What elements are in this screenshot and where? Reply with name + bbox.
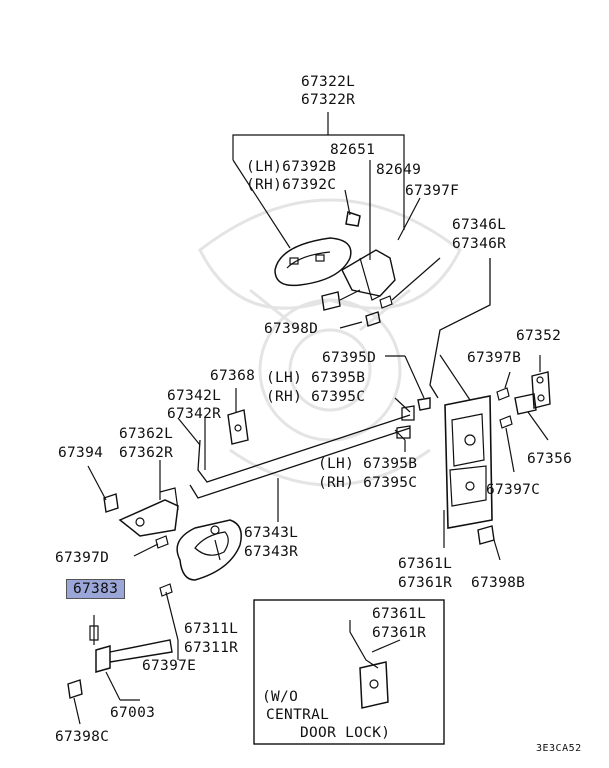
label-67361-r: 67361R (398, 575, 453, 591)
inside-handle-lever (118, 499, 179, 537)
label-67311-r: 67311R (184, 640, 239, 656)
label-67356: 67356 (527, 451, 573, 467)
label-82651: 82651 (330, 142, 376, 158)
label-67395-lh-bottom: (LH) 67395B (318, 456, 418, 472)
label-67352: 67352 (516, 328, 562, 344)
rod-67346 (429, 258, 491, 399)
rod-67343 (189, 427, 411, 499)
label-67395-rh-top: (RH) 67395C (266, 389, 366, 405)
label-67311-l: 67311L (184, 621, 239, 637)
inset-label-67361-r: 67361R (372, 625, 427, 641)
diagram-code: 3E3CA52 (536, 743, 582, 754)
label-82649: 82649 (376, 162, 422, 178)
label-67398d: 67398D (264, 321, 319, 337)
label-67397c: 67397C (486, 482, 541, 498)
rod-67342 (197, 414, 411, 483)
leader-67322 (232, 134, 405, 160)
label-67003: 67003 (110, 705, 156, 721)
label-67397f: 67397F (405, 183, 460, 199)
label-67322-r: 67322R (301, 92, 356, 108)
label-67392-lh: (LH)67392B (246, 159, 337, 175)
label-67362-l: 67362L (119, 426, 174, 442)
label-67346-r: 67346R (452, 236, 507, 252)
door-check-67003 (95, 645, 111, 673)
label-67395-lh-top: (LH) 67395B (266, 370, 366, 386)
inset-note-line2: CENTRAL (266, 707, 330, 723)
label-67362-r: 67362R (119, 445, 174, 461)
label-67346-l: 67346L (452, 217, 507, 233)
escutcheon-67311 (176, 519, 242, 581)
label-67342-l: 67342L (167, 388, 222, 404)
door-latch-assembly (444, 395, 493, 529)
label-67383-highlighted[interactable]: 67383 (66, 579, 126, 599)
label-67394: 67394 (58, 445, 104, 461)
label-67397d: 67397D (55, 550, 110, 566)
inset-note-line3: DOOR LOCK) (300, 725, 391, 741)
label-67398c: 67398C (55, 729, 110, 745)
label-67361-l: 67361L (398, 556, 453, 572)
label-67343-r: 67343R (244, 544, 299, 560)
label-67395-rh-bottom: (RH) 67395C (318, 475, 418, 491)
label-67397b: 67397B (467, 350, 522, 366)
label-67368: 67368 (210, 368, 256, 384)
label-67322-l: 67322L (301, 74, 356, 90)
outside-handle-shape (274, 237, 352, 287)
label-67343-l: 67343L (244, 525, 299, 541)
inset-label-67361-l: 67361L (372, 606, 427, 622)
label-67392-rh: (RH)67392C (246, 177, 337, 193)
inset-note-line1: (W/O (262, 689, 299, 705)
label-67395d: 67395D (322, 350, 377, 366)
label-67398b: 67398B (471, 575, 526, 591)
label-67397e: 67397E (142, 658, 197, 674)
label-67342-r: 67342R (167, 406, 222, 422)
inset-box (253, 599, 445, 745)
watermark-logo (198, 198, 462, 487)
